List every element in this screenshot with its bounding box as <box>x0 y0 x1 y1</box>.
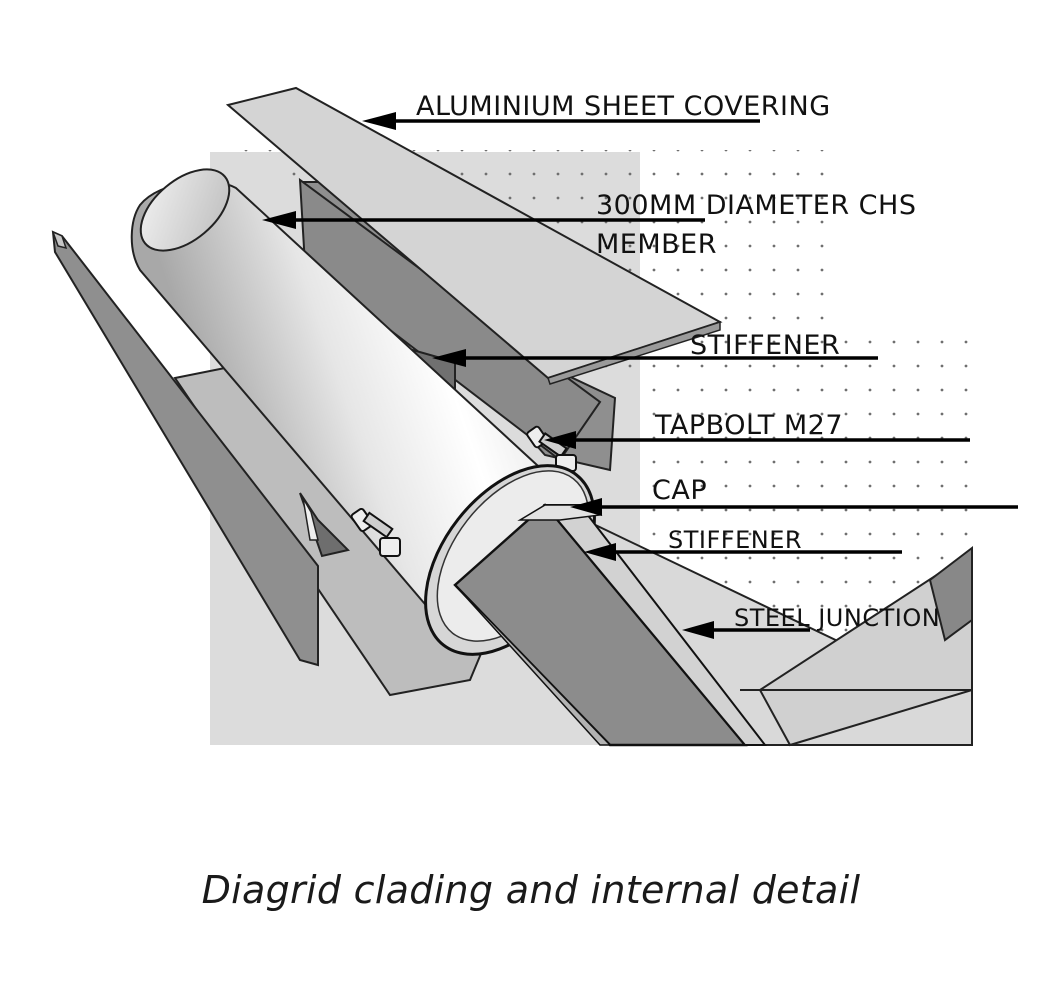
aluminium-sheet-shape <box>225 86 723 385</box>
dotted-backdrop <box>235 150 980 700</box>
leader-cap <box>570 498 1018 516</box>
leader-chs-member <box>262 211 705 229</box>
label-chs-line2: MEMBER <box>596 229 717 260</box>
leader-stiffener-upper <box>432 349 878 367</box>
leader-tapbolt <box>544 431 970 449</box>
left-side-plate <box>51 230 319 667</box>
leader-steel-junction <box>682 621 810 639</box>
label-steel-junction: STEEL JUNCTION <box>734 604 940 632</box>
label-stiffener-upper: STIFFENER <box>690 330 840 361</box>
label-chs-line1: 300MM DIAMETER CHS <box>596 190 916 221</box>
steel-stub <box>453 503 768 747</box>
label-stiffener-lower: STIFFENER <box>668 526 802 554</box>
figure-caption: Diagrid clading and internal detail <box>201 868 861 912</box>
stiffener-left-shape <box>299 492 350 558</box>
tapbolt-right <box>526 425 577 472</box>
label-tapbolt: TAPBOLT M27 <box>654 410 843 441</box>
label-aluminium-sheet: ALUMINIUM SHEET COVERING <box>416 91 831 122</box>
tapbolt-left <box>350 507 401 557</box>
leader-stiffener-lower <box>584 543 902 561</box>
leader-aluminium-sheet <box>362 112 760 130</box>
label-cap: CAP <box>652 475 707 506</box>
